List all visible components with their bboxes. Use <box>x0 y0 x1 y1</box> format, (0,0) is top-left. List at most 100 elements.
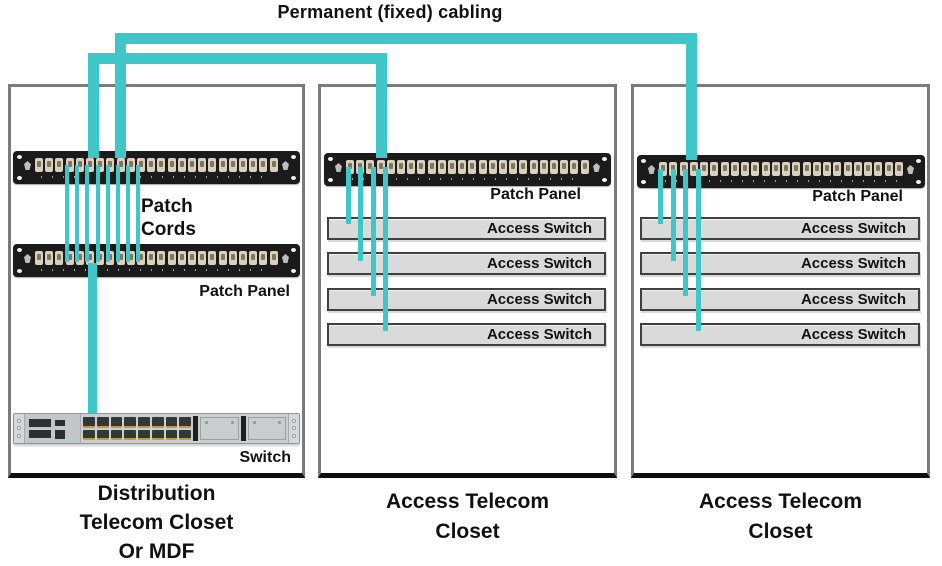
permanent-cable-right-horizontal <box>115 33 697 44</box>
panel-port-numbers <box>41 269 272 271</box>
panel-port-numbers <box>352 178 583 180</box>
switch-sfp-ports <box>81 414 193 443</box>
panel-port <box>659 161 667 176</box>
patch-cords-label-line: Cords <box>141 219 196 240</box>
panel-port <box>700 161 708 176</box>
panel-port <box>65 157 74 172</box>
access-closet-2-box: Patch Panel Access Switch Access Switch … <box>631 84 930 478</box>
panel-port <box>116 157 125 172</box>
panel-port <box>570 159 579 174</box>
patch-cord <box>683 169 688 296</box>
panel-port <box>580 159 589 174</box>
panel-port <box>45 157 54 172</box>
patch-panel-label: Patch Panel <box>490 186 581 203</box>
access-closet-2-caption: Access Telecom Closet <box>631 487 930 547</box>
panel-port <box>86 157 95 172</box>
panel-logo-icon <box>648 165 655 174</box>
panel-port <box>45 250 54 265</box>
access-switch-bar: Access Switch <box>640 217 920 240</box>
patch-panel-top <box>13 151 300 184</box>
panel-port <box>689 161 698 176</box>
panel-port <box>884 161 893 176</box>
panel-screw <box>291 176 296 180</box>
caption-line: Distribution <box>97 482 216 505</box>
panel-port <box>157 250 166 265</box>
permanent-cable-middle-horizontal <box>88 53 387 64</box>
patch-panel <box>324 153 611 186</box>
panel-port <box>86 250 95 265</box>
panel-port <box>35 250 43 265</box>
patch-cord <box>136 165 140 262</box>
panel-ports <box>659 161 903 176</box>
panel-port <box>448 159 457 174</box>
caption-line: Access Telecom <box>385 490 550 513</box>
panel-port <box>427 159 436 174</box>
panel-port <box>366 159 375 174</box>
panel-port <box>761 161 770 176</box>
panel-logo-icon <box>282 161 289 170</box>
permanent-cable-right-vertical-right <box>686 33 697 160</box>
access-switch-bar: Access Switch <box>327 323 606 346</box>
panel-port <box>75 157 84 172</box>
patch-cord <box>658 169 663 224</box>
panel-port <box>833 161 842 176</box>
panel-port <box>376 159 385 174</box>
panel-logo-icon <box>335 163 342 172</box>
panel-port <box>812 161 821 176</box>
panel-screw <box>291 155 296 159</box>
switch-device <box>13 413 300 444</box>
panel-logo-icon <box>24 161 31 170</box>
patch-cord <box>358 167 363 261</box>
patch-cord <box>671 169 676 261</box>
switch-management-module <box>25 414 81 443</box>
patch-cord <box>126 165 130 262</box>
distribution-closet-caption: Distribution Telecom Closet Or MDF <box>8 479 305 566</box>
access-switch-bar: Access Switch <box>640 288 920 311</box>
panel-port <box>346 159 354 174</box>
panel-port <box>137 250 146 265</box>
panel-logo-icon <box>282 254 289 263</box>
panel-port <box>771 161 780 176</box>
access-closet-1-caption: Access Telecom Closet <box>318 487 617 547</box>
panel-port <box>751 161 760 176</box>
switch-blank-plate <box>247 417 286 440</box>
switch-slot-divider <box>193 416 198 441</box>
panel-screw <box>328 157 333 161</box>
access-closet-1-box: Patch Panel Access Switch Access Switch … <box>318 84 617 478</box>
panel-port <box>177 250 186 265</box>
panel-port-numbers <box>41 176 272 178</box>
panel-port <box>259 250 268 265</box>
panel-ports <box>346 159 589 174</box>
panel-port <box>792 161 801 176</box>
panel-port <box>499 159 508 174</box>
patch-cord <box>116 165 120 262</box>
panel-port <box>458 159 467 174</box>
panel-port <box>539 159 548 174</box>
panel-port <box>874 161 883 176</box>
panel-screw <box>17 269 22 273</box>
switch-mounting-ear <box>14 414 25 443</box>
panel-port <box>853 161 862 176</box>
panel-screw <box>291 248 296 252</box>
panel-to-switch-cable <box>88 263 97 413</box>
patch-panel-label: Patch Panel <box>812 188 903 205</box>
caption-line: Closet <box>748 520 813 543</box>
permanent-cable-middle-vertical-right <box>376 53 387 158</box>
panel-port <box>488 159 497 174</box>
panel-port <box>417 159 426 174</box>
panel-screw <box>641 180 646 184</box>
access-switch-bar: Access Switch <box>640 252 920 275</box>
panel-port <box>96 157 105 172</box>
panel-logo-icon <box>907 165 914 174</box>
panel-port <box>167 157 176 172</box>
panel-port <box>730 161 739 176</box>
patch-panel-bottom <box>13 244 300 277</box>
panel-port <box>843 161 852 176</box>
panel-port <box>386 159 395 174</box>
switch-blank-plate <box>200 417 239 440</box>
panel-port <box>228 157 237 172</box>
panel-port <box>167 250 176 265</box>
panel-ports <box>35 157 278 172</box>
panel-port <box>269 157 278 172</box>
panel-screw <box>602 178 607 182</box>
